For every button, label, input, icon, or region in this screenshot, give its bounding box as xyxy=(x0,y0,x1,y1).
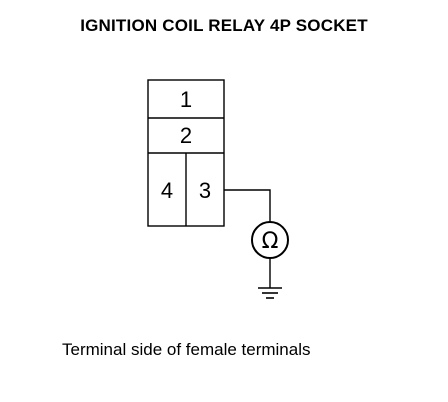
pin-label-2: 2 xyxy=(180,123,192,148)
probe-wire xyxy=(224,189,271,222)
diagram-caption: Terminal side of female terminals xyxy=(62,340,311,359)
pin-label-3: 3 xyxy=(199,178,211,203)
diagram-title: IGNITION COIL RELAY 4P SOCKET xyxy=(80,16,368,35)
connector-4p-socket xyxy=(147,79,225,227)
pin-label-1: 1 xyxy=(180,87,192,112)
ohmmeter-icon: Ω xyxy=(251,221,289,259)
pin-label-4: 4 xyxy=(161,178,173,203)
ground-icon xyxy=(258,287,282,299)
ohm-symbol: Ω xyxy=(262,229,279,254)
